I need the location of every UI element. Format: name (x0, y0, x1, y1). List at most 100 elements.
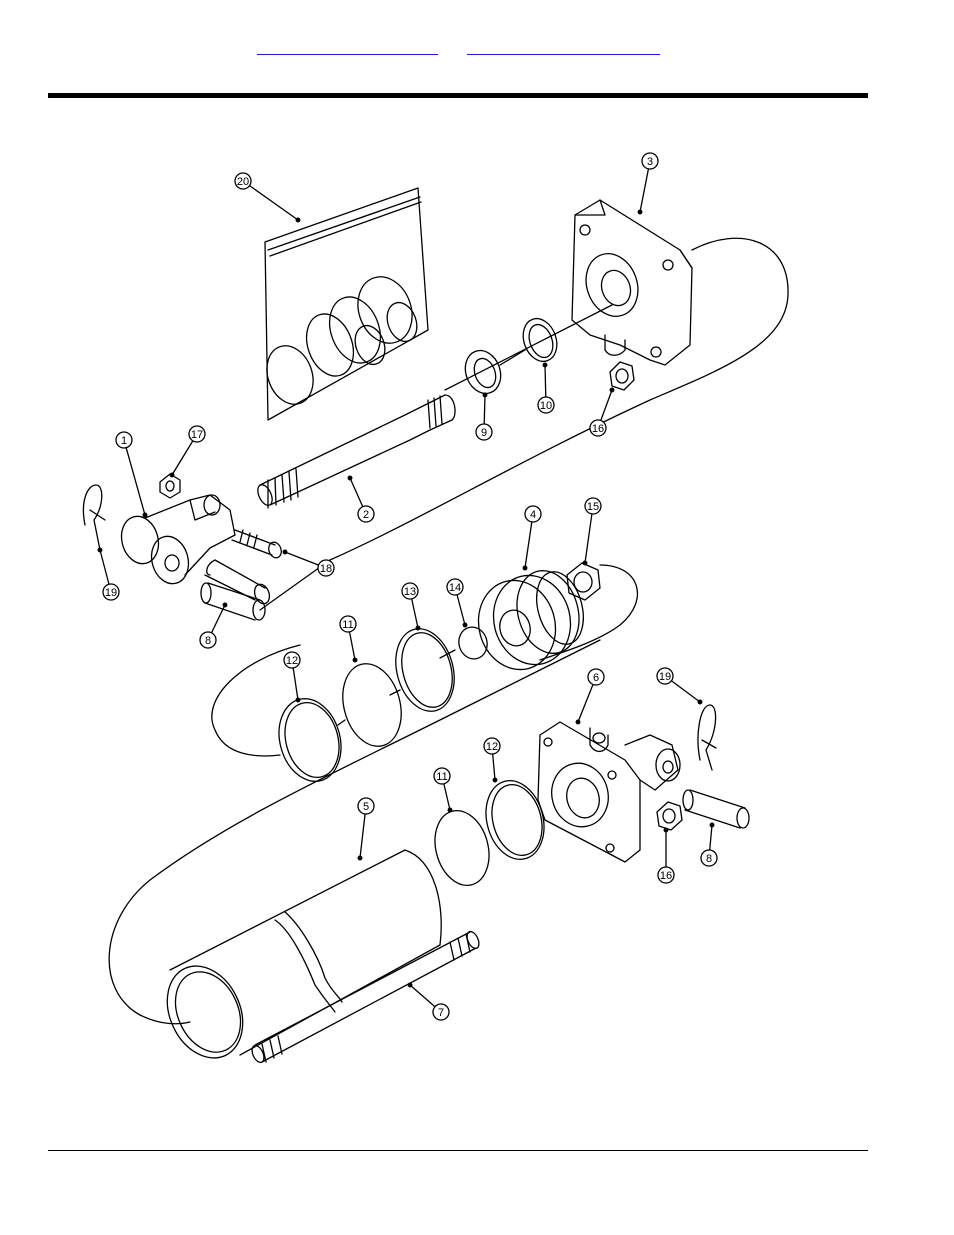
callout-balloon-13 (401, 582, 419, 600)
header-rule (48, 93, 868, 98)
callout-arrowhead (663, 827, 669, 833)
callout-arrowhead (357, 855, 363, 861)
callout-label-4: 4 (530, 509, 536, 521)
hex-nut-lower (656, 801, 683, 831)
callout-label-19: 19 (105, 587, 117, 599)
callout-arrowhead (709, 822, 715, 828)
clevis-pin-right (682, 789, 750, 829)
callout-arrowhead (282, 549, 288, 555)
callout-balloon-16 (657, 866, 675, 884)
callout-label-12: 12 (286, 655, 298, 667)
callout-balloon-3 (641, 152, 659, 170)
callout-label-5: 5 (363, 801, 369, 813)
set-screw-18 (231, 529, 282, 559)
callout-arrowhead (352, 657, 358, 663)
callout-balloon-12 (483, 737, 501, 755)
callout-arrowhead (492, 777, 498, 783)
callout-label-18: 18 (320, 563, 332, 575)
nav-link-right[interactable] (467, 40, 660, 55)
callout-balloon-15 (584, 497, 602, 515)
callout-arrowhead (482, 392, 488, 398)
hex-nut-upper (609, 361, 635, 391)
clevis-pin-left (200, 582, 266, 621)
callout-arrowhead (575, 719, 581, 725)
rod-clevis (120, 494, 271, 605)
callout-label-20: 20 (237, 176, 249, 188)
callout-leaders (97, 160, 715, 1013)
hair-pin-clip-left (82, 484, 106, 551)
callout-label-15: 15 (587, 501, 599, 513)
callout-label-12: 12 (486, 741, 498, 753)
callout-arrowhead (462, 622, 468, 628)
callout-label-7: 7 (438, 1007, 444, 1019)
small-nut-17 (159, 473, 181, 499)
callout-leader-20 (242, 180, 299, 221)
callout-balloon-8 (700, 849, 718, 867)
callout-label-19: 19 (659, 671, 671, 683)
callout-leader-4 (524, 513, 534, 569)
callout-balloon-7 (432, 1003, 450, 1021)
base-end-cap (537, 721, 681, 863)
callout-leader-5 (359, 805, 367, 859)
callout-balloon-19 (656, 667, 674, 685)
callout-label-13: 13 (404, 586, 416, 598)
callout-arrowhead (295, 217, 301, 223)
callout-arrowhead (347, 475, 353, 481)
callout-label-2: 2 (363, 509, 369, 521)
callout-label-6: 6 (593, 672, 599, 684)
assembly-loop-lines (108, 237, 789, 1025)
callout-label-11: 11 (436, 771, 447, 783)
rod-end-cap (571, 199, 693, 366)
cylinder-barrel (166, 849, 442, 1059)
callout-arrowhead (295, 697, 301, 703)
callout-leader-3 (639, 160, 651, 213)
callout-arrowhead (97, 547, 103, 553)
callout-label-8: 8 (706, 853, 712, 865)
callout-arrowhead (582, 560, 588, 566)
callout-label-17: 17 (191, 429, 203, 441)
callout-leader-1 (123, 439, 146, 516)
callout-balloon-6 (587, 668, 605, 686)
footer-rule (48, 1150, 868, 1151)
callout-balloon-10 (537, 396, 555, 414)
callout-balloon-19 (102, 583, 120, 601)
callout-arrowhead (222, 602, 228, 608)
callout-balloon-18 (317, 559, 335, 577)
callout-balloon-16 (589, 419, 607, 437)
callout-balloon-12 (283, 651, 301, 669)
nav-link-left[interactable] (257, 40, 438, 55)
callout-arrowhead (542, 362, 548, 368)
callout-arrowhead (142, 512, 148, 518)
callout-label-9: 9 (481, 427, 487, 439)
callout-arrowhead (697, 699, 703, 705)
piston-rod (257, 304, 613, 509)
hair-pin-clip-right (697, 704, 717, 771)
callout-balloon-11 (433, 767, 451, 785)
callout-balloon-9 (475, 423, 493, 441)
seal-kit-bag (264, 187, 429, 421)
callout-arrowhead (609, 387, 615, 393)
callout-label-16: 16 (592, 423, 604, 435)
callout-balloon-17 (188, 425, 206, 443)
callout-arrowhead (637, 209, 643, 215)
seal-rings-upper (464, 317, 558, 395)
piston-nut-15 (566, 562, 601, 601)
callout-label-14: 14 (449, 582, 461, 594)
callout-balloon-4 (524, 505, 542, 523)
callout-leader-15 (584, 505, 594, 564)
callout-label-3: 3 (647, 156, 653, 168)
callout-arrowhead (522, 565, 528, 571)
callout-arrowhead (407, 982, 413, 988)
callout-balloon-8 (199, 631, 217, 649)
callout-label-11: 11 (342, 619, 353, 631)
callout-balloon-20 (234, 172, 252, 190)
callout-arrowhead (169, 472, 175, 478)
callout-label-10: 10 (540, 400, 552, 412)
tie-rod (251, 930, 480, 1064)
piston (477, 570, 584, 671)
callout-balloon-14 (446, 578, 464, 596)
callout-arrowhead (447, 807, 453, 813)
callout-label-16: 16 (660, 870, 672, 882)
